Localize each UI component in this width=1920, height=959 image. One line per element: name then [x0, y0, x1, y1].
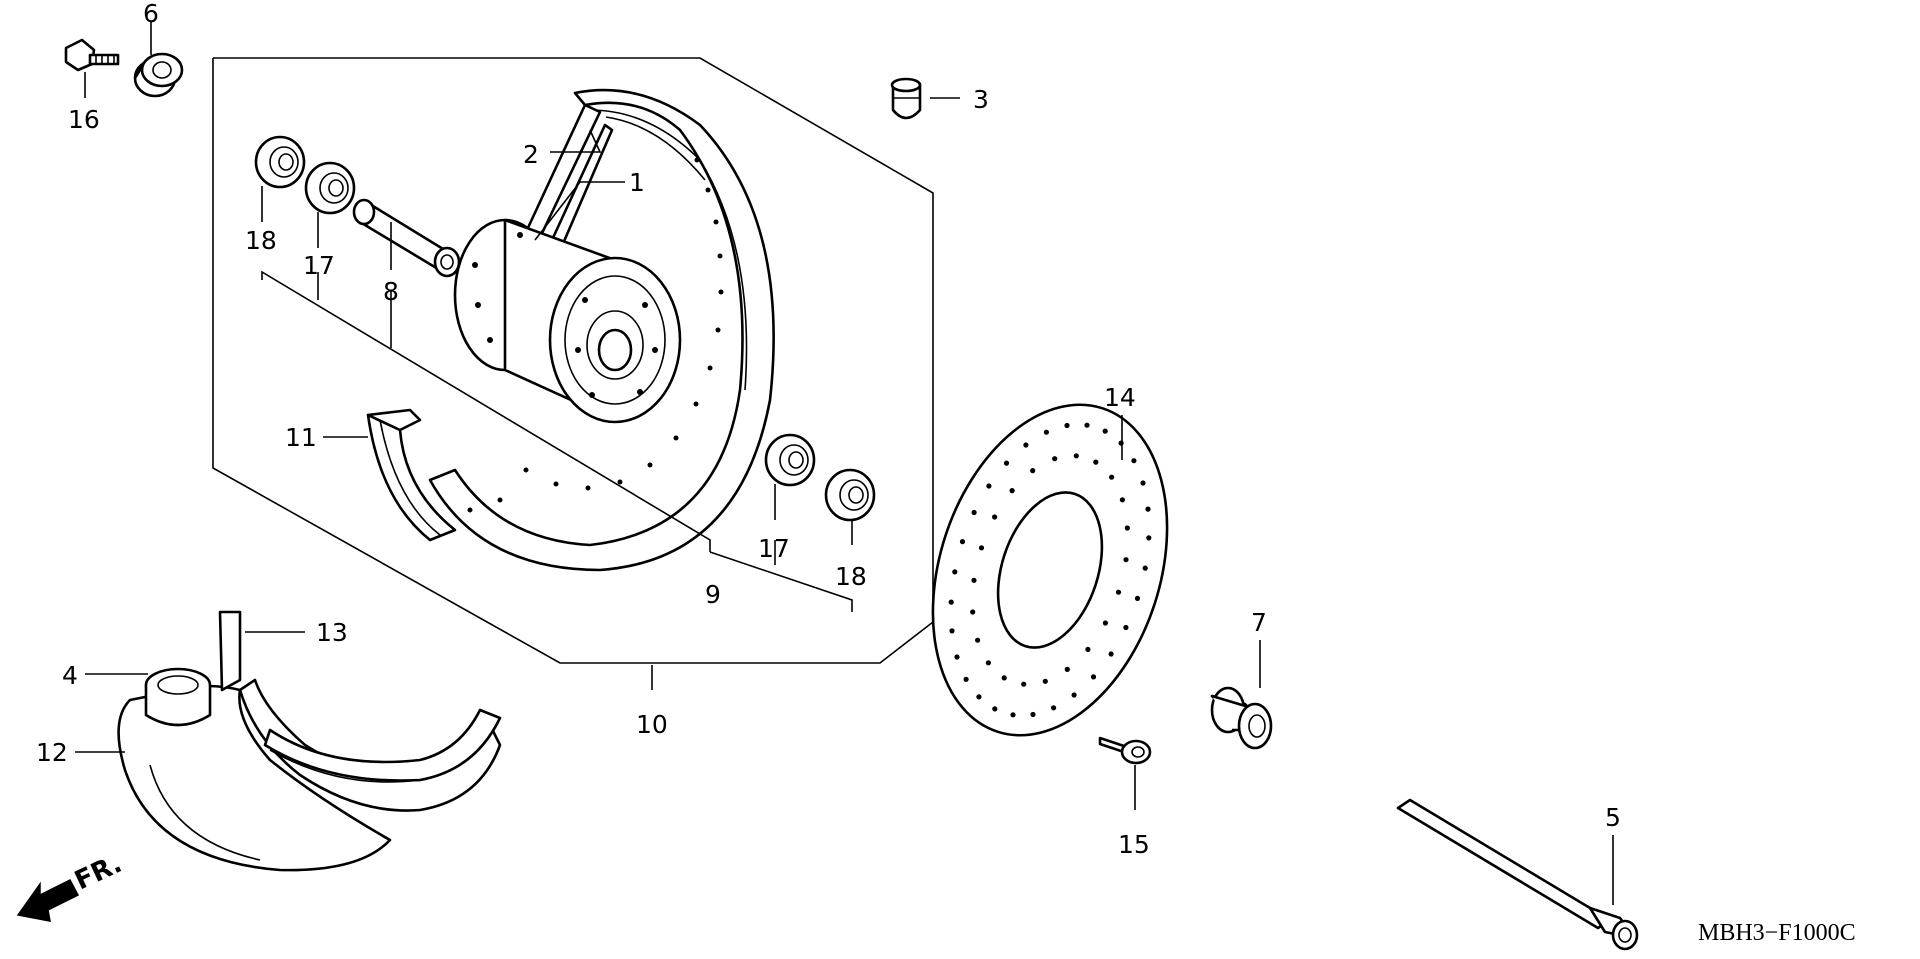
bearing-18-top: [254, 135, 306, 189]
disc-hole: [959, 539, 966, 545]
bearing-18-bottom: [824, 468, 876, 522]
disc-hole: [1142, 565, 1148, 571]
disc-hole: [1009, 488, 1015, 494]
assembly-outline: [212, 57, 934, 664]
disc-hole: [1102, 428, 1108, 434]
callout-13: 13: [316, 618, 348, 647]
disc-hole: [1093, 459, 1099, 465]
collar-6: [133, 52, 184, 98]
disc-hole: [985, 660, 992, 666]
disc-hole: [1042, 678, 1048, 684]
bolt-16: [64, 38, 120, 72]
disc-hole: [1071, 692, 1077, 698]
disc-hole: [1030, 711, 1036, 718]
disc-hole: [1021, 681, 1027, 687]
disc-hole: [1119, 497, 1125, 503]
tube-band-13: [218, 610, 502, 782]
disc-hole: [992, 514, 998, 520]
callout-12: 12: [36, 738, 68, 767]
disc-hole: [1023, 442, 1029, 448]
disc-bolt-15: [1098, 736, 1152, 765]
valve-cap-3: [890, 77, 922, 120]
callout-1: 1: [629, 168, 645, 197]
disc-hole: [1043, 429, 1049, 435]
callout-16: 16: [68, 105, 100, 134]
leader-lines: [75, 22, 1614, 905]
callout-3: 3: [973, 85, 989, 114]
disc-hole: [1145, 506, 1151, 512]
disc-hole: [1084, 422, 1090, 428]
disc-hole: [1118, 440, 1124, 446]
tire-12: [117, 678, 502, 872]
disc-hole: [1073, 453, 1079, 459]
disc-hole: [1123, 624, 1129, 631]
bearing-17-bottom: [764, 433, 816, 487]
disc-hole: [1052, 456, 1058, 462]
callout-9: 9: [705, 580, 721, 609]
disc-hole: [986, 483, 992, 489]
callout-10: 10: [636, 710, 668, 739]
callout-7: 7: [1251, 608, 1267, 637]
valve-stem-4: [144, 667, 212, 727]
disc-hole: [970, 609, 976, 615]
direction-label: FR.: [70, 849, 126, 897]
callout-4: 4: [62, 661, 78, 690]
wheel-1: [428, 88, 775, 572]
callout-2: 2: [523, 140, 539, 169]
disc-hole: [1064, 666, 1070, 673]
disc-hole: [992, 706, 998, 712]
disc-hole: [1003, 460, 1010, 466]
callout-15: 15: [1118, 830, 1150, 859]
spacer-8: [352, 198, 461, 278]
brake-disc-14: [931, 403, 1169, 737]
disc-hole: [1140, 480, 1146, 486]
disc-hole: [954, 654, 960, 660]
disc-hole: [1010, 712, 1016, 718]
disc-hole: [1085, 646, 1091, 653]
callout-11: 11: [285, 423, 317, 452]
disc-hole: [978, 545, 985, 551]
disc-hole: [971, 577, 977, 583]
callout-14: 14: [1104, 383, 1136, 412]
disc-hole: [1030, 468, 1036, 474]
disc-hole: [1051, 705, 1057, 711]
disc-hole: [963, 676, 969, 682]
callout-17-bottom: 17: [758, 534, 790, 563]
disc-hole: [1108, 651, 1114, 657]
disc-hole: [971, 509, 977, 516]
disc-hole: [952, 569, 958, 575]
rim-band-11: [366, 408, 457, 542]
disc-hole: [1001, 675, 1007, 681]
bearing-17-top: [304, 161, 356, 215]
disc-hole: [975, 637, 981, 643]
callout-18-bottom: 18: [835, 562, 867, 591]
disc-hole: [1109, 474, 1115, 480]
diagram-code: MBH3−F1000C: [1698, 920, 1856, 946]
disc-hole: [1131, 458, 1137, 464]
disc-hole: [948, 599, 954, 605]
disc-hole: [1064, 422, 1070, 429]
collar-7: [1210, 686, 1273, 750]
disc-hole: [1115, 589, 1122, 595]
callout-18-top: 18: [245, 226, 277, 255]
callout-5: 5: [1605, 803, 1621, 832]
front-direction-arrow-icon: [16, 879, 80, 922]
axle-5: [1396, 798, 1639, 951]
callout-6: 6: [143, 0, 159, 28]
callout-8: 8: [383, 277, 399, 306]
disc-hole: [976, 694, 982, 700]
callout-17-top: 17: [303, 251, 335, 280]
disc-hole: [1090, 674, 1097, 680]
disc-hole: [1134, 595, 1141, 602]
disc-hole: [1146, 535, 1152, 541]
disc-hole: [1124, 525, 1130, 531]
disc-hole: [1123, 557, 1129, 563]
disc-hole: [949, 628, 955, 634]
disc-hole: [1102, 620, 1108, 626]
